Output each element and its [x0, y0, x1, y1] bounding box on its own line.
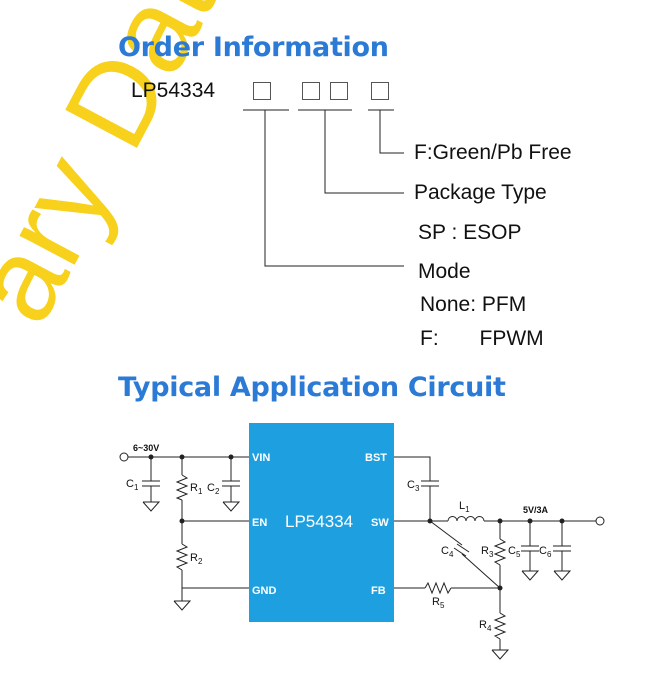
- mode-pfm-label: None: PFM: [420, 293, 527, 316]
- label-c3: C3: [407, 479, 420, 493]
- option-green-label: F:Green/Pb Free: [414, 141, 572, 164]
- label-c2: C2: [207, 482, 220, 496]
- package-type-label: Package Type: [414, 181, 547, 204]
- option-box-package-2: [330, 82, 348, 100]
- label-l1: L1: [459, 500, 470, 514]
- pin-sw: SW: [371, 517, 389, 529]
- pin-gnd: GND: [252, 585, 277, 597]
- label-r1: R1: [190, 482, 203, 496]
- chip-body: [249, 423, 394, 622]
- order-information-heading: Order Information: [118, 32, 389, 63]
- label-c4: C4: [441, 545, 454, 559]
- pin-en: EN: [252, 517, 267, 529]
- option-box-package-1: [302, 82, 320, 100]
- pin-vin: VIN: [252, 452, 270, 464]
- mode-label: Mode: [418, 260, 471, 283]
- option-box-mode: [253, 82, 271, 100]
- part-number: LP54334: [131, 79, 216, 102]
- output-voltage-label: 5V/3A: [523, 505, 549, 515]
- option-box-green: [371, 82, 389, 100]
- label-r4: R4: [479, 619, 492, 633]
- pin-bst: BST: [365, 452, 387, 464]
- package-esop-label: SP : ESOP: [418, 221, 522, 244]
- label-r2: R2: [190, 552, 203, 566]
- typical-application-heading: Typical Application Circuit: [118, 372, 506, 403]
- label-r3: R3: [481, 545, 494, 559]
- mode-fpwm-label: F: FPWM: [420, 327, 544, 350]
- input-voltage-label: 6~30V: [133, 443, 159, 453]
- label-c5: C5: [508, 545, 521, 559]
- label-c1: C1: [126, 478, 139, 492]
- label-c6: C6: [539, 545, 552, 559]
- chip-name: LP54334: [285, 512, 353, 531]
- pin-fb: FB: [371, 585, 386, 597]
- order-bracket-lines: [243, 109, 404, 267]
- application-circuit: LP54334 VIN EN GND BST SW FB: [119, 423, 605, 660]
- label-r5: R5: [432, 596, 445, 610]
